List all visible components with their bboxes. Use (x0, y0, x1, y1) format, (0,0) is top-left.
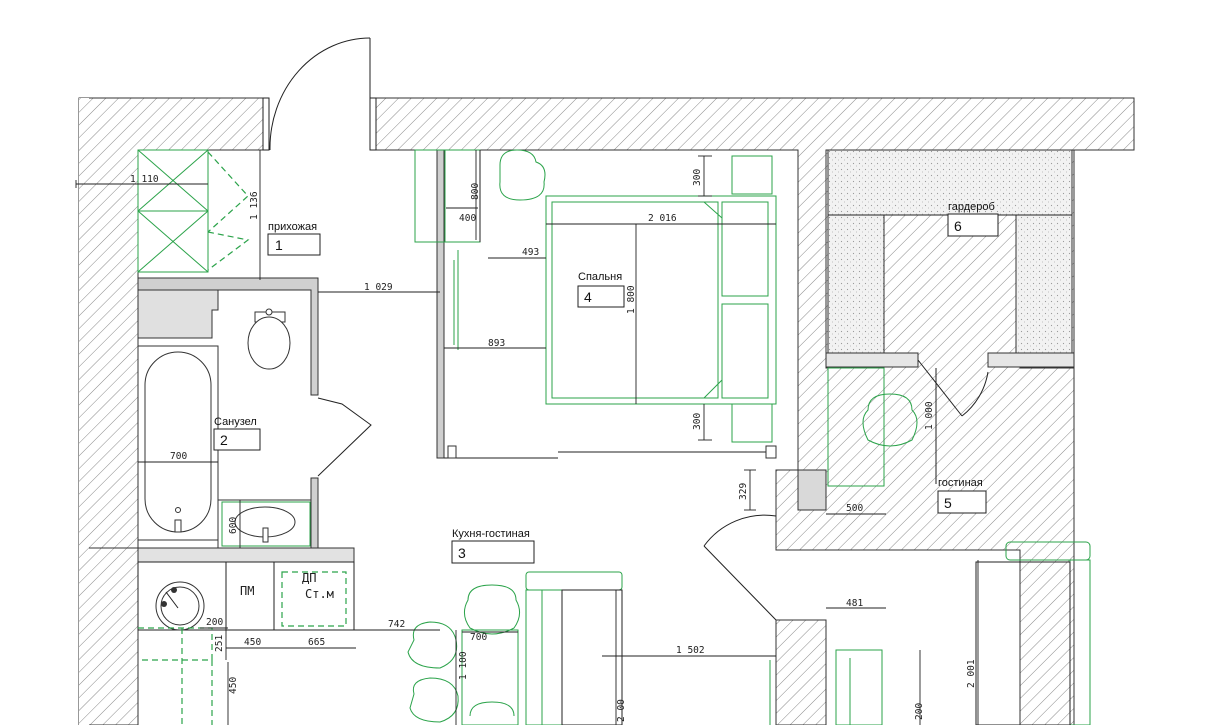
room-label-6: гардероб 6 (947, 201, 999, 237)
svg-text:200: 200 (914, 703, 925, 720)
room-label-1: прихожая 1 (267, 221, 321, 256)
svg-text:2 00: 2 00 (616, 699, 627, 722)
living-door (703, 514, 777, 621)
svg-text:600: 600 (228, 517, 239, 534)
svg-text:329: 329 (738, 483, 749, 500)
bathroom-partitions (137, 277, 372, 563)
svg-text:Санузел: Санузел (214, 416, 257, 428)
dimension-texts: 1 110 1 136 800 400 300 2 016 493 1 029 … (130, 169, 977, 722)
svg-text:3: 3 (458, 545, 466, 561)
svg-text:6: 6 (954, 218, 962, 234)
svg-text:2: 2 (220, 432, 228, 448)
entrance-door (262, 37, 377, 151)
svg-text:2 001: 2 001 (966, 659, 977, 688)
svg-text:481: 481 (846, 598, 863, 609)
svg-text:700: 700 (470, 632, 487, 643)
svg-text:665: 665 (308, 637, 325, 648)
laundry-area (137, 561, 355, 725)
room-label-3: Кухня-гостиная 3 (451, 528, 535, 564)
svg-text:гостиная: гостиная (938, 477, 983, 489)
toilet (247, 308, 291, 370)
svg-text:742: 742 (388, 619, 405, 630)
svg-text:893: 893 (488, 338, 505, 349)
living-sofa (769, 541, 1091, 725)
label-pm: ПМ (240, 584, 254, 598)
svg-text:500: 500 (846, 503, 863, 514)
hall-wardrobe (137, 149, 250, 273)
room-label-5: гостиная 5 (937, 477, 987, 514)
svg-text:1 136: 1 136 (249, 191, 260, 220)
label-stm: Ст.м (305, 587, 334, 601)
armchair (499, 149, 546, 201)
room-label-2: Санузел 2 (213, 416, 261, 451)
label-dp: ДП (302, 571, 316, 585)
svg-text:200: 200 (206, 617, 223, 628)
dimension-lines (75, 150, 979, 725)
kitchen-sofa (525, 571, 623, 725)
bedroom-wardrobe (414, 149, 481, 243)
svg-text:300: 300 (692, 413, 703, 430)
double-bed (545, 155, 777, 443)
room-label-4: Спальня 4 (577, 271, 625, 308)
svg-text:1 110: 1 110 (130, 174, 159, 185)
svg-text:1: 1 (275, 237, 283, 253)
svg-text:1 502: 1 502 (676, 645, 705, 656)
svg-text:гардероб: гардероб (948, 201, 995, 213)
svg-text:493: 493 (522, 247, 539, 258)
svg-text:450: 450 (228, 677, 239, 694)
svg-text:прихожая: прихожая (268, 221, 317, 233)
wardrobe-door (917, 359, 989, 417)
svg-text:400: 400 (459, 213, 476, 224)
svg-text:1 029: 1 029 (364, 282, 393, 293)
svg-text:1 800: 1 800 (626, 285, 637, 314)
svg-text:300: 300 (692, 169, 703, 186)
svg-text:800: 800 (470, 183, 481, 200)
svg-text:2 016: 2 016 (648, 213, 677, 224)
washbasin (217, 499, 312, 549)
svg-text:450: 450 (244, 637, 261, 648)
svg-text:5: 5 (944, 495, 952, 511)
svg-text:Кухня-гостиная: Кухня-гостиная (452, 528, 530, 540)
svg-text:1 100: 1 100 (458, 651, 469, 680)
svg-text:1 000: 1 000 (924, 401, 935, 430)
svg-text:700: 700 (170, 451, 187, 462)
svg-text:4: 4 (584, 289, 592, 305)
kitchen-chairs (407, 584, 520, 725)
svg-text:Спальня: Спальня (578, 271, 622, 283)
bedroom-partition (436, 149, 777, 459)
bathtub (137, 345, 219, 541)
svg-text:251: 251 (214, 635, 225, 652)
wardrobe-shelving (797, 149, 1075, 511)
